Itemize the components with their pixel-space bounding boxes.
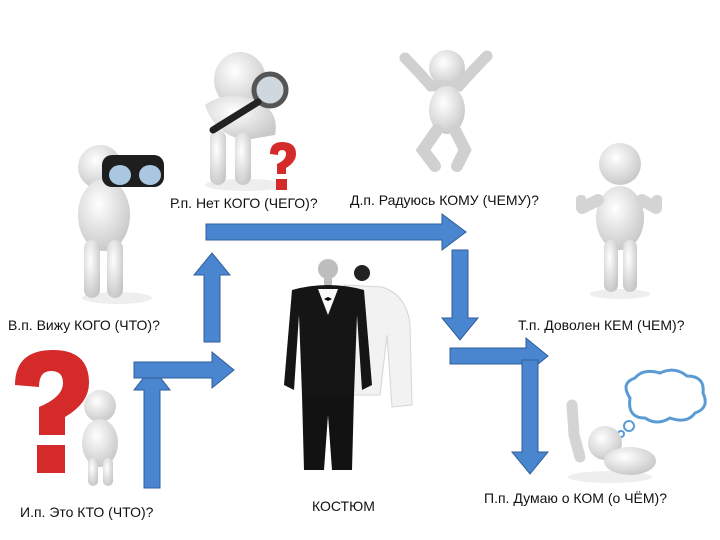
arrow-down-right-upper bbox=[442, 250, 478, 340]
label-im-case: И.п. Это КТО (ЧТО)? bbox=[20, 504, 153, 520]
label-pred-case: П.п. Думаю о КОМ (о ЧЁМ)? bbox=[484, 490, 667, 506]
arrow-up-left-lower bbox=[134, 367, 170, 488]
arrow-down-right-lower bbox=[512, 360, 548, 474]
label-tvor-case: Т.п. Доволен КЕМ (ЧЕМ)? bbox=[518, 317, 685, 333]
label-center-suit: КОСТЮМ bbox=[312, 498, 375, 514]
label-dat-case: Д.п. Радуюсь КОМУ (ЧЕМУ)? bbox=[350, 192, 539, 208]
label-rod-case: Р.п. Нет КОГО (ЧЕГО)? bbox=[170, 195, 318, 211]
arrow-up-left-upper bbox=[194, 253, 230, 342]
label-vin-case: В.п. Вижу КОГО (ЧТО)? bbox=[8, 317, 160, 333]
arrow-right-top bbox=[206, 214, 466, 250]
